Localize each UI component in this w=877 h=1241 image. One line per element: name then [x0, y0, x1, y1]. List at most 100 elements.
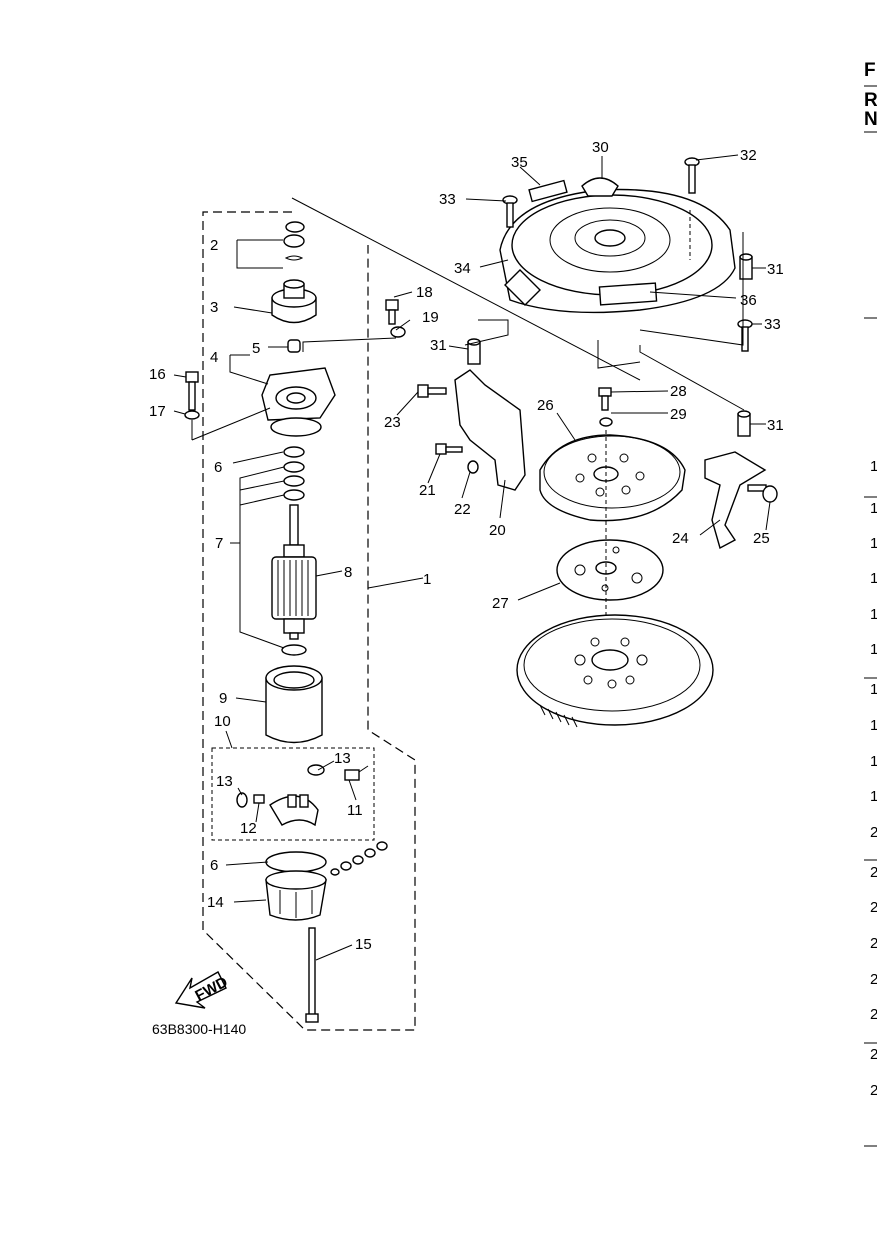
brush-kit-boundary — [211, 747, 375, 841]
callout-3: 3 — [210, 299, 218, 316]
callout-22: 22 — [454, 501, 471, 518]
bolt-33-right — [737, 319, 753, 352]
collar-31-c — [737, 410, 751, 437]
washer-7b — [283, 475, 305, 487]
callout-31-middle: 31 — [430, 337, 447, 354]
callout-2: 2 — [210, 237, 218, 254]
callout-13-left: 13 — [216, 773, 233, 790]
pinion-stopper-spring — [283, 234, 305, 261]
collar-31-a — [739, 253, 753, 280]
flywheel-plate — [556, 539, 664, 601]
washer-lower — [281, 644, 307, 656]
callout-1: 1 — [423, 571, 431, 588]
bolt-33-top — [502, 195, 518, 228]
callout-20: 20 — [489, 522, 506, 539]
callout-24: 24 — [672, 530, 689, 547]
callout-29: 29 — [670, 406, 687, 423]
callout-6-lower: 6 — [210, 857, 218, 874]
bolt-23 — [417, 384, 447, 398]
right-edge-header: F R N — [864, 60, 877, 319]
washer-6-top — [283, 446, 305, 458]
edge-row: 2 — [870, 864, 877, 881]
brush-11 — [344, 765, 369, 781]
o-ring-top — [285, 221, 305, 233]
through-bolt — [305, 927, 319, 1023]
callout-31-upper: 31 — [767, 261, 784, 278]
callout-28: 28 — [670, 383, 687, 400]
callout-19: 19 — [422, 309, 439, 326]
callout-21: 21 — [419, 482, 436, 499]
edge-row: 1 — [870, 753, 877, 770]
callout-34: 34 — [454, 260, 471, 277]
flywheel-cover — [499, 177, 736, 314]
collar-31-b — [467, 338, 481, 365]
spring-13-right — [307, 764, 325, 776]
callout-7: 7 — [215, 535, 223, 552]
bracket-24 — [704, 451, 767, 550]
edge-row: 1 — [870, 458, 877, 475]
callout-15: 15 — [355, 936, 372, 953]
edge-row: 2 — [870, 899, 877, 916]
starter-assembly-boundary — [202, 211, 416, 1031]
edge-row: 2 — [870, 1006, 877, 1023]
starter-bracket — [454, 369, 526, 491]
spring-13-left — [236, 792, 248, 808]
diagram-code: 63B8300-H140 — [152, 1021, 246, 1037]
rear-cover — [265, 870, 327, 921]
bolt-32 — [684, 157, 700, 194]
starter-front-bracket — [261, 367, 336, 437]
edge-row: 1 — [870, 570, 877, 587]
callout-33-upper: 33 — [439, 191, 456, 208]
bolt-25 — [747, 484, 778, 503]
edge-row: 1 — [870, 606, 877, 623]
washer-29 — [599, 417, 613, 427]
callout-11: 11 — [347, 802, 363, 819]
o-ring-6-lower — [265, 851, 327, 873]
edge-row: 1 — [870, 535, 877, 552]
assembly-guide-line — [291, 197, 641, 381]
flywheel-rotor — [516, 614, 714, 728]
callout-32: 32 — [740, 147, 757, 164]
callout-25: 25 — [753, 530, 770, 547]
callout-14: 14 — [207, 894, 224, 911]
nut-washer-set — [330, 841, 388, 876]
callout-8: 8 — [344, 564, 352, 581]
edge-row: 1 — [870, 788, 877, 805]
callout-13-right: 13 — [334, 750, 351, 767]
edge-row: 1 — [870, 681, 877, 698]
callout-10: 10 — [214, 713, 231, 730]
callout-5: 5 — [252, 340, 260, 357]
yoke — [265, 665, 323, 744]
washer-22 — [467, 460, 479, 474]
callout-16: 16 — [149, 366, 166, 383]
callout-26: 26 — [537, 397, 554, 414]
edge-row: 1 — [870, 500, 877, 517]
edge-row: 2 — [870, 971, 877, 988]
callout-6-upper: 6 — [214, 459, 222, 476]
fwd-arrow-icon: FWD — [174, 971, 231, 1009]
callout-17: 17 — [149, 403, 166, 420]
label-35 — [528, 179, 568, 203]
bolt-18 — [385, 299, 399, 325]
callout-31-lower: 31 — [767, 417, 784, 434]
washer-19 — [390, 326, 406, 338]
edge-header-f: F — [864, 60, 876, 81]
washer-17 — [184, 410, 200, 420]
callout-30: 30 — [592, 139, 609, 156]
washer-7a — [283, 461, 305, 473]
brush-holder — [269, 794, 319, 827]
callout-12: 12 — [240, 820, 257, 837]
callout-27: 27 — [492, 595, 509, 612]
brush-12 — [253, 794, 265, 804]
bolt-16 — [185, 371, 199, 411]
right-edge-column: 1 1 1 1 1 1 1 1 1 1 2 2 2 2 2 2 2 2 — [864, 458, 877, 1147]
edge-header-n: N — [864, 109, 877, 130]
edge-row: 1 — [870, 641, 877, 658]
edge-header-r: R — [864, 90, 877, 111]
edge-row: 2 — [870, 935, 877, 952]
spacer — [287, 339, 301, 353]
callout-4: 4 — [210, 349, 218, 366]
callout-23: 23 — [384, 414, 401, 431]
armature — [271, 504, 317, 640]
